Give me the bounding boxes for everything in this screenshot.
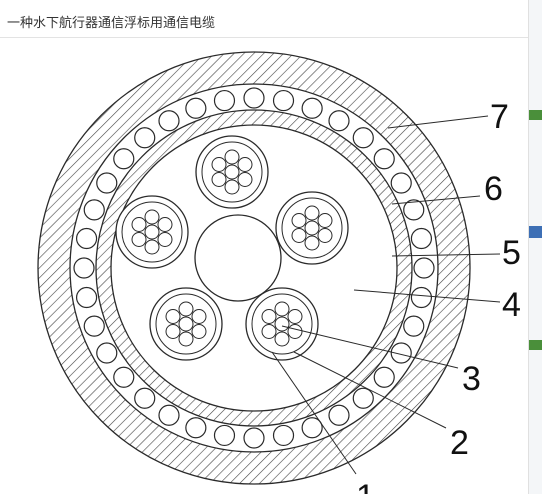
right-edge-panel [528,0,542,494]
strip-accent-blue [529,226,542,238]
core-wire [261,309,277,324]
armour-wire [134,387,156,409]
document-title: 一种水下航行器通信浮标用通信电缆 [7,16,216,31]
armour-wire [410,286,433,309]
core-wire [291,213,307,228]
core-wire [317,228,333,243]
armour-wire [83,199,105,221]
core-wire [237,172,253,187]
leader-line [391,195,481,205]
core-wire [191,324,207,339]
armour-wire [403,199,425,221]
core-wire [165,309,181,324]
core-wire [287,324,303,339]
conductor-units [115,135,349,361]
armour-wire [328,110,350,132]
title-bar: 一种水下航行器通信浮标用通信电缆 [0,0,528,38]
leader-line [271,351,357,475]
armour-wire [390,342,412,364]
core-wire [224,179,240,195]
leader-line [353,289,501,303]
armour-wire [301,97,323,119]
callout-number: 1 [356,478,375,494]
core-wire [157,232,173,247]
cable-cross-section-diagram: 7 6 5 43 2 1 [37,51,521,494]
core-wire [317,213,333,228]
core-wire [131,217,147,232]
core-wire [131,232,147,247]
armour-wire [75,286,98,309]
callout-number: 5 [502,234,521,272]
leader-lines [271,115,501,475]
strip-accent-green [529,110,542,120]
core-wire [274,316,290,332]
core-wire [224,164,240,180]
core-wire [144,209,160,225]
central-core [194,214,282,302]
armour-wire [373,366,395,388]
core-wire [291,228,307,243]
armour-wire [373,148,395,170]
armour-wire [301,417,323,439]
core-wire [191,309,207,324]
armour-wire [272,89,295,112]
callout-labels: 7 6 5 43 2 1 [356,98,521,494]
armour-wire [352,127,374,149]
armour-wire [158,404,180,426]
core-wire [144,224,160,240]
armour-wire [158,110,180,132]
core-wire [211,157,227,172]
leader-line [293,351,447,429]
callout-number: 7 [490,98,509,136]
armour-wire [243,87,265,109]
armour-wire [185,417,207,439]
callout-number: 4 [502,286,521,324]
callout-number: 2 [450,424,469,462]
core-wire [261,324,277,339]
armour-wire [96,172,118,194]
core-wire [304,205,320,221]
armour-wire [328,404,350,426]
core-wire [274,301,290,317]
armour-wire [113,148,135,170]
core-wire [224,149,240,165]
core-wire [304,235,320,251]
callout-number: 3 [462,360,481,398]
armour-wire [113,366,135,388]
core-wire [165,324,181,339]
armour-wire [272,424,295,447]
armour-wire [243,427,265,449]
armour-wire [213,89,236,112]
core-wire [237,157,253,172]
armour-wire [96,342,118,364]
core-wire [157,217,173,232]
armour-wire [75,227,98,250]
leader-line [281,325,459,369]
core-wire [287,309,303,324]
armour-wire [352,387,374,409]
leader-line [391,253,501,257]
core-wire [304,220,320,236]
armour-wire [134,127,156,149]
armour-wire [213,424,236,447]
leader-line [387,115,489,129]
core-wire [274,331,290,347]
core-wire [178,301,194,317]
core-wire [211,172,227,187]
armour-wire [403,315,425,337]
armour-wire [185,97,207,119]
armour-wire [390,172,412,194]
core-wire [178,316,194,332]
armour-wire [83,315,105,337]
core-wire [178,331,194,347]
armour-wire [410,227,433,250]
armour-wire [413,257,435,279]
armour-wires [73,87,435,449]
callout-number: 6 [484,170,503,208]
strip-accent-green-2 [529,340,542,350]
core-wire [144,239,160,255]
armour-wire [73,257,95,279]
